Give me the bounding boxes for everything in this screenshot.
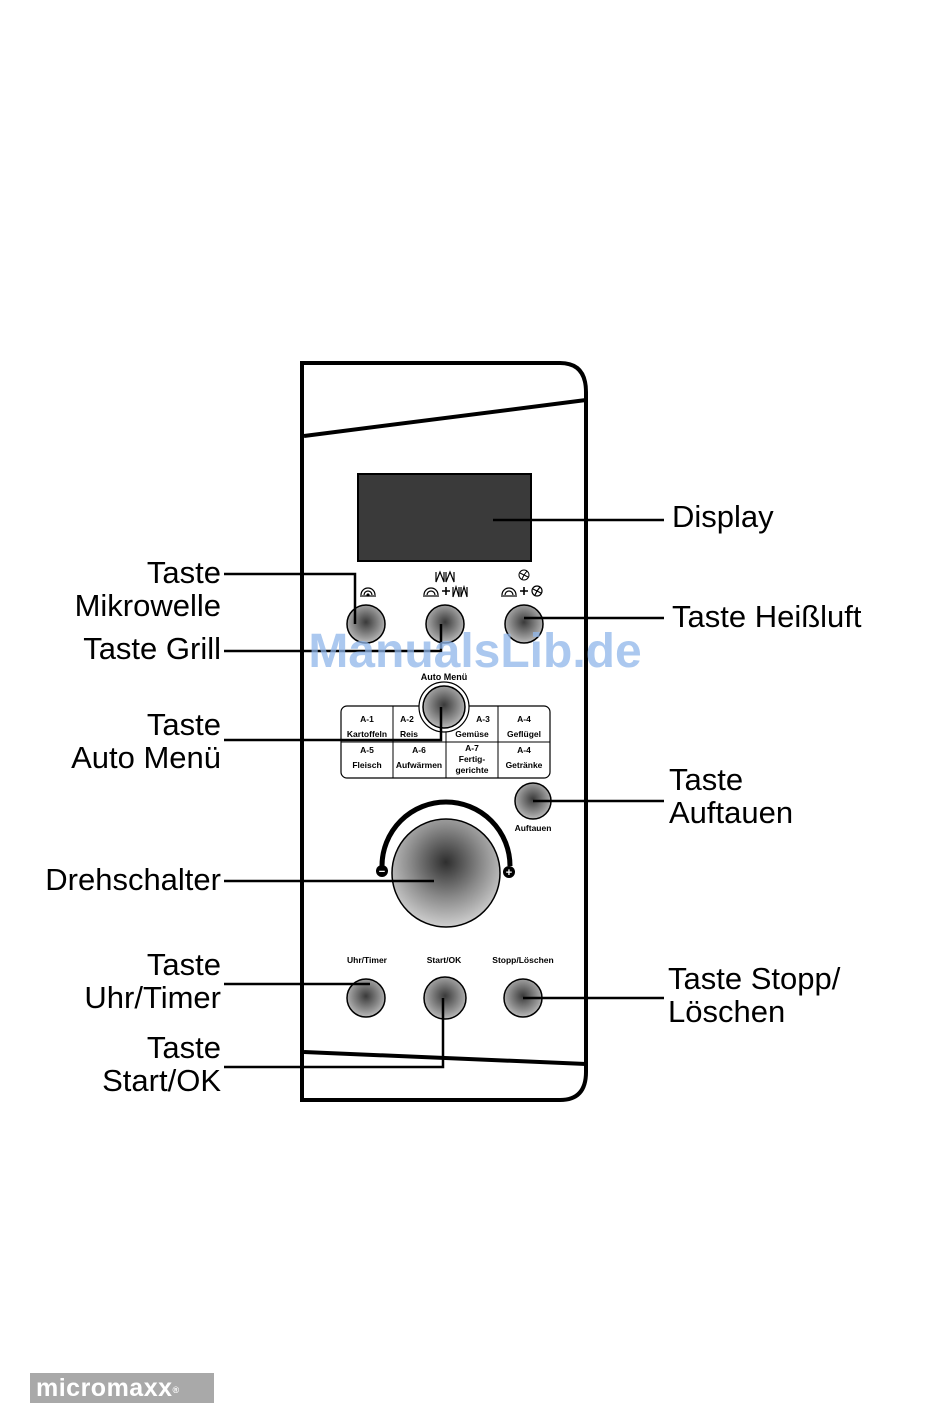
program-code: A-7: [465, 743, 479, 753]
callout-start-line1: Taste: [147, 1030, 221, 1065]
rotary-knob[interactable]: [391, 818, 501, 928]
callout-microwave-line2: Mikrowelle: [75, 588, 221, 623]
callout-clock-line2: Uhr/Timer: [84, 980, 221, 1015]
auto-menu-table: A-1 Kartoffeln A-2 Reis A-3 Gemüse A-4 G…: [340, 705, 551, 779]
program-name: Getränke: [506, 760, 543, 770]
callout-convection: Taste Heißluft: [672, 599, 862, 634]
start-ok-button[interactable]: [423, 976, 467, 1020]
microwave-plus-fan-icon: [501, 585, 543, 597]
knob-scale-arc: [379, 799, 513, 867]
grill-button[interactable]: [425, 604, 465, 644]
program-code: A-6: [412, 745, 426, 755]
program-name-line2: gerichte: [455, 765, 488, 775]
auto-menu-label: Auto Menü: [421, 672, 468, 682]
program-code: A-4: [517, 745, 531, 755]
program-name: Gemüse: [455, 729, 489, 739]
brand-name: micromaxx: [36, 1374, 173, 1402]
program-name: Fertig-: [459, 754, 486, 764]
brand-registered-mark: ®: [172, 1385, 180, 1395]
knob-minus-symbol: −: [379, 866, 385, 878]
knob-plus-symbol: +: [506, 867, 512, 879]
auto-menu-button[interactable]: [422, 685, 466, 729]
program-name: Fleisch: [352, 760, 381, 770]
program-name: Kartoffeln: [347, 729, 387, 739]
watermark: ManualsLib.de: [308, 625, 641, 678]
callout-stop-line1: Taste Stopp/: [668, 961, 841, 996]
program-name: Reis: [400, 729, 418, 739]
clock-timer-label: Uhr/Timer: [347, 955, 388, 965]
grill-icon: [435, 570, 455, 583]
callout-microwave-line1: Taste: [147, 555, 221, 590]
convection-button[interactable]: [504, 604, 544, 644]
panel-outline: [300, 361, 588, 1102]
callout-auto-menu-line1: Taste: [147, 707, 221, 742]
panel-top-divider: [303, 398, 587, 438]
program-code: A-1: [360, 714, 374, 724]
leader-lines: [224, 518, 664, 1069]
brand-logo: micromaxx®: [30, 1373, 214, 1403]
microwave-button[interactable]: [346, 604, 386, 644]
callout-defrost-line2: Auftauen: [669, 795, 793, 830]
stop-clear-label: Stopp/Löschen: [492, 955, 553, 965]
program-code: A-4: [517, 714, 531, 724]
callout-rotary-knob: Drehschalter: [45, 862, 221, 897]
display-screen: [357, 473, 532, 562]
microwave-plus-grill-icon: [423, 584, 468, 598]
callout-display: Display: [672, 499, 774, 534]
program-name: Aufwärmen: [396, 760, 442, 770]
callout-grill: Taste Grill: [83, 631, 221, 666]
panel-bottom-divider: [303, 1050, 587, 1066]
program-name: Geflügel: [507, 729, 541, 739]
fan-icon: [518, 569, 530, 581]
callout-stop-line2: Löschen: [668, 994, 785, 1029]
clock-timer-button[interactable]: [346, 978, 386, 1018]
defrost-label: Auftauen: [515, 823, 552, 833]
program-code: A-5: [360, 745, 374, 755]
program-code: A-2: [400, 714, 414, 724]
knob-minus-marker: [376, 865, 388, 877]
start-ok-label: Start/OK: [427, 955, 462, 965]
callout-auto-menu-line2: Auto Menü: [71, 740, 221, 775]
knob-plus-marker: [503, 866, 515, 878]
callout-start-line2: Start/OK: [102, 1063, 221, 1098]
callout-clock-line1: Taste: [147, 947, 221, 982]
callout-defrost-line1: Taste: [669, 762, 743, 797]
program-code: A-3: [476, 714, 490, 724]
microwave-icon: [360, 587, 376, 597]
